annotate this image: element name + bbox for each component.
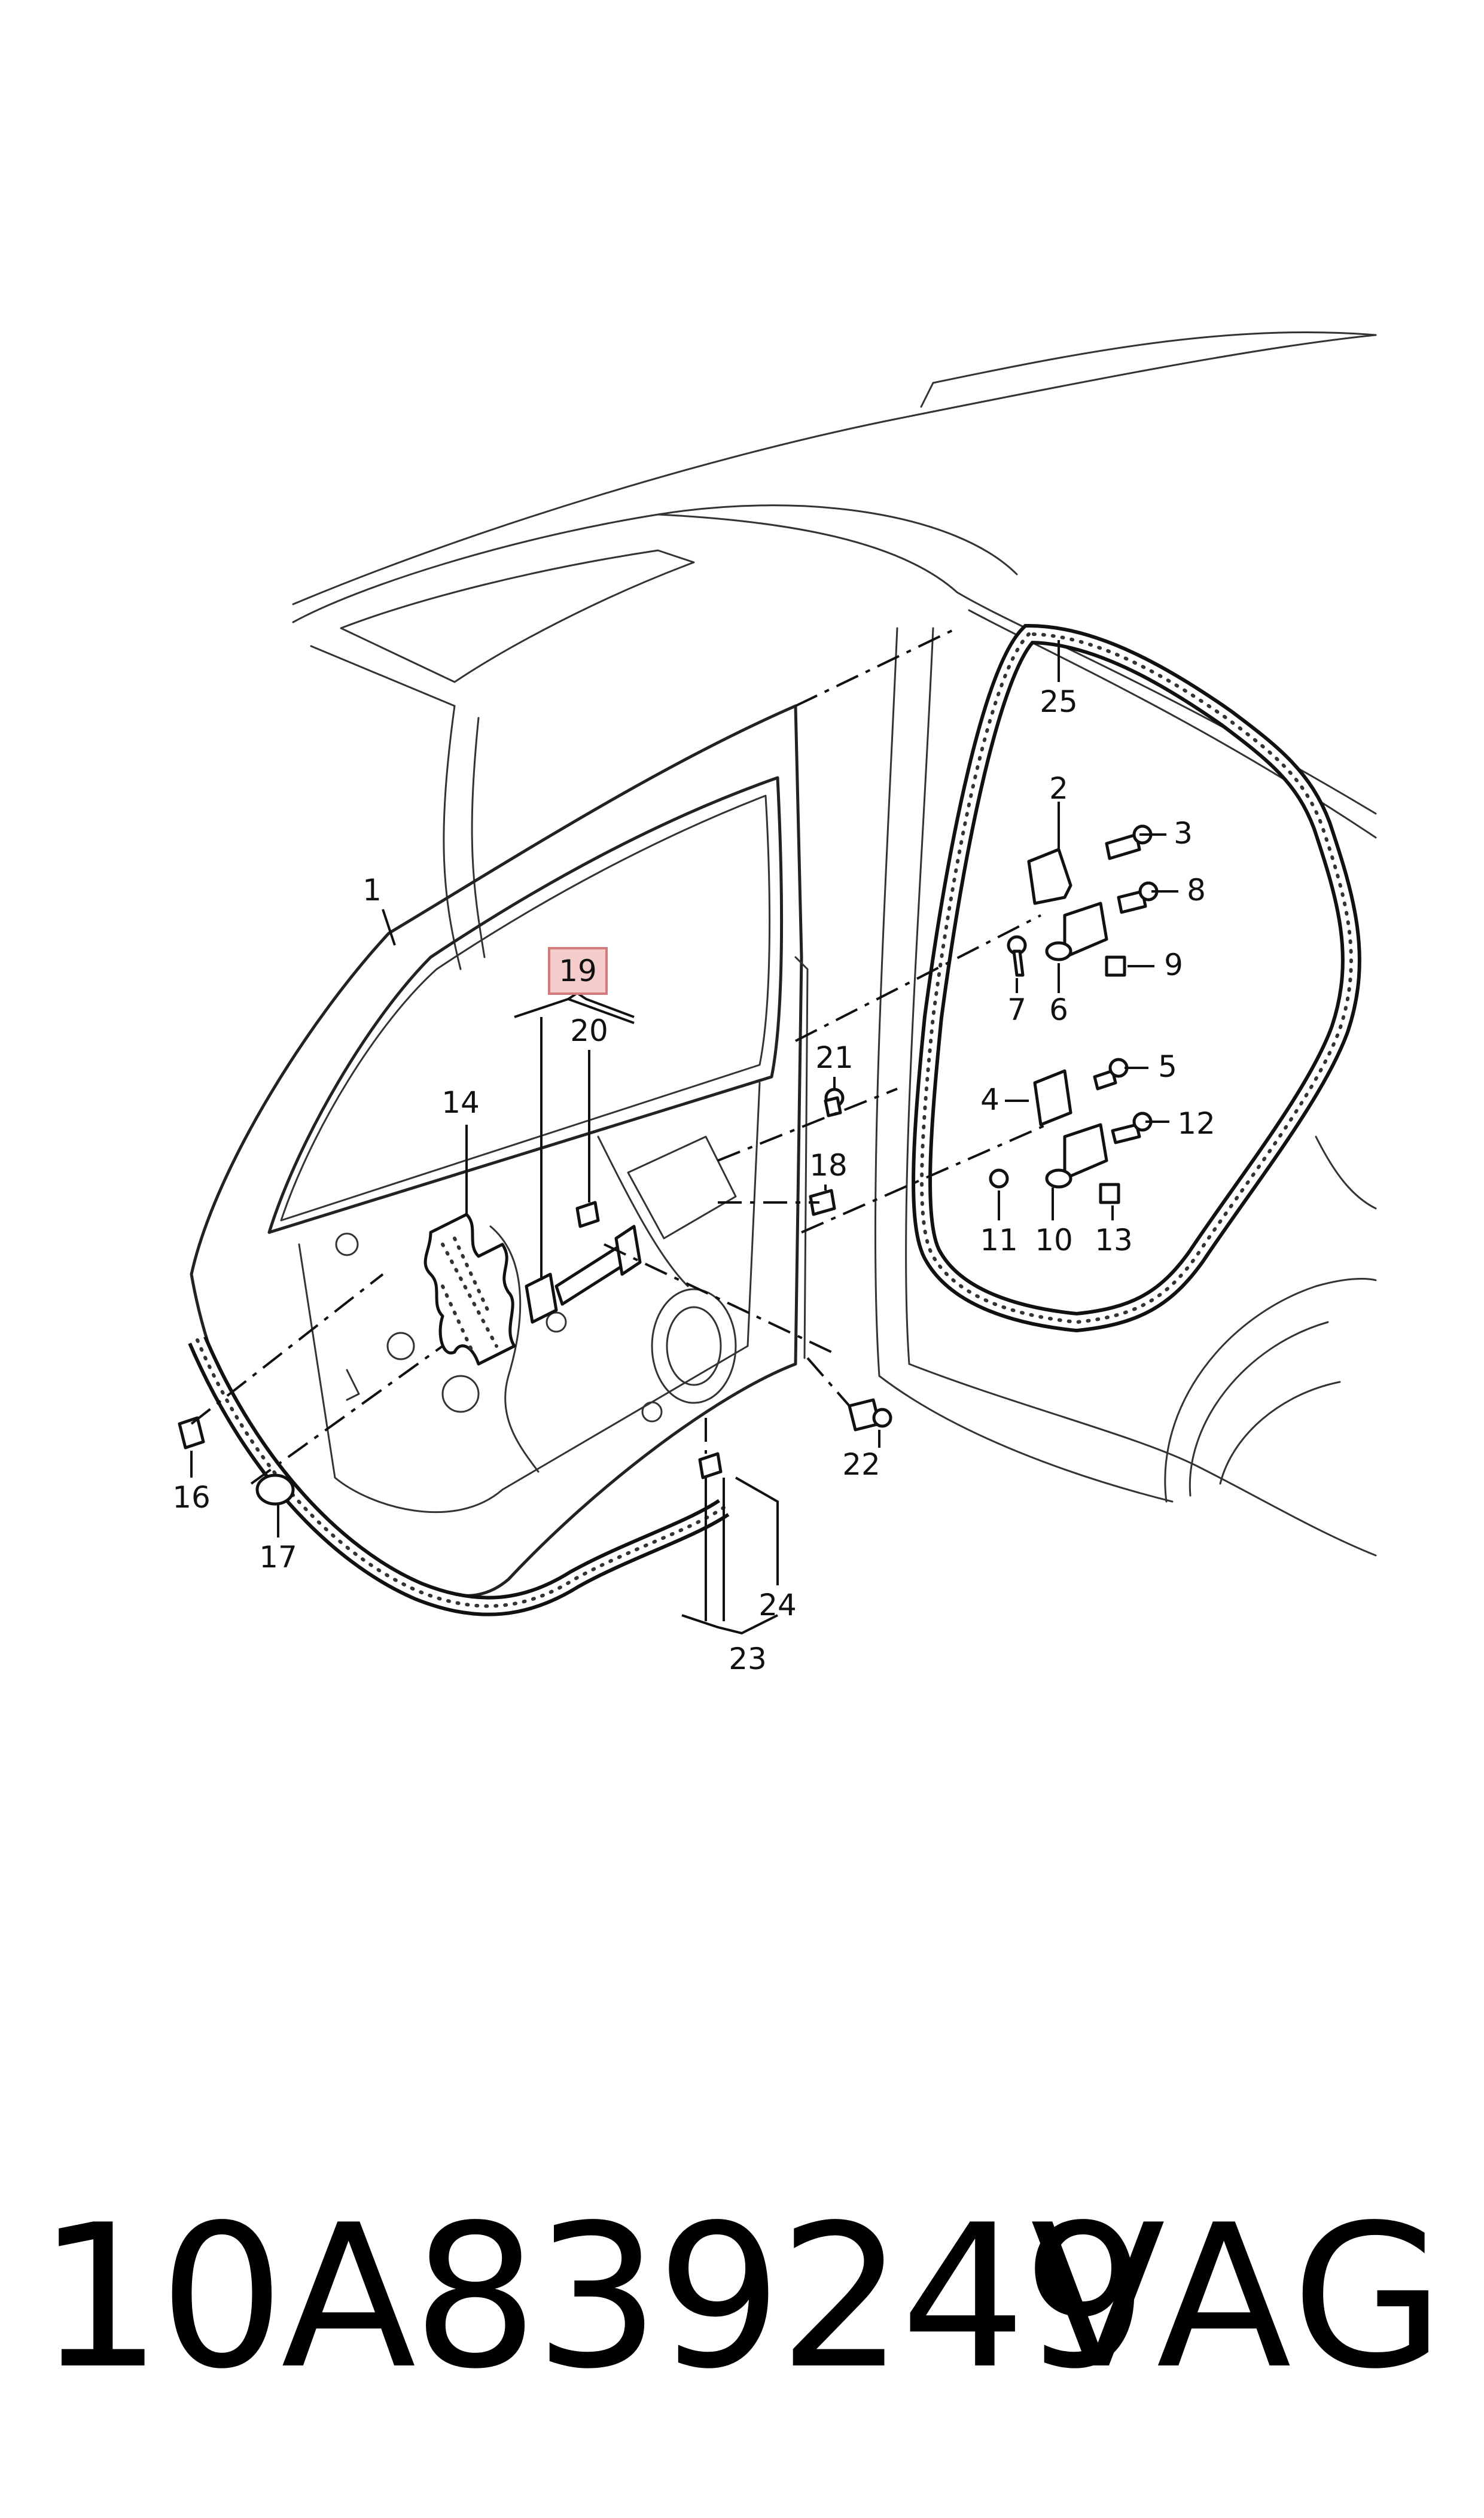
- leader-lines: [190, 640, 1178, 1635]
- callout-1: 1: [362, 873, 382, 908]
- callout-25: 25: [1040, 684, 1078, 719]
- callout-9: 9: [1164, 948, 1183, 982]
- callout-19: 19: [559, 954, 597, 988]
- insulation-pad: [423, 1213, 516, 1366]
- callout-13: 13: [1095, 1223, 1133, 1258]
- footer: 10A839249 VAG: [0, 2178, 1484, 2429]
- callout-19-highlight: [548, 947, 608, 995]
- brand-label: VAG: [1030, 2182, 1448, 2412]
- alignment-lines: [190, 627, 1047, 1485]
- callout-22: 22: [842, 1447, 880, 1482]
- upper-hinge: [1027, 848, 1126, 977]
- lower-hinge: [1033, 1069, 1120, 1204]
- callout-12: 12: [1177, 1106, 1215, 1141]
- callout-2: 2: [1049, 771, 1068, 806]
- part-number: 10A839249: [37, 2182, 1148, 2412]
- callout-17: 17: [259, 1540, 297, 1575]
- door-lower-seal: [188, 1336, 730, 1616]
- callout-labels: 1 2 3 4 5 6 7 8 9 10 11 12 13 14 16 17 1…: [172, 684, 1215, 1676]
- door-check-strap: [525, 1201, 642, 1324]
- callout-16: 16: [172, 1480, 211, 1515]
- callout-11: 11: [980, 1223, 1018, 1258]
- callout-3: 3: [1174, 816, 1193, 851]
- callout-21: 21: [815, 1040, 854, 1075]
- callout-8: 8: [1187, 873, 1206, 908]
- callout-10: 10: [1035, 1223, 1073, 1258]
- car-body-outline: [292, 331, 1377, 1557]
- callout-7: 7: [1007, 992, 1026, 1027]
- bolt-parts: [178, 824, 1159, 1506]
- callout-23: 23: [729, 1642, 767, 1676]
- callout-18: 18: [809, 1148, 848, 1183]
- callout-14: 14: [441, 1085, 480, 1120]
- callout-24: 24: [758, 1588, 797, 1622]
- callout-4: 4: [980, 1082, 1000, 1117]
- door-opening-seal: [912, 623, 1361, 1333]
- callout-6: 6: [1049, 992, 1068, 1027]
- door-exploded-diagram: 1 2 3 4 5 6 7 8 9 10 11 12 13 14 16 17 1…: [172, 331, 1377, 1676]
- callout-5: 5: [1158, 1049, 1177, 1084]
- callout-20: 20: [570, 1013, 608, 1048]
